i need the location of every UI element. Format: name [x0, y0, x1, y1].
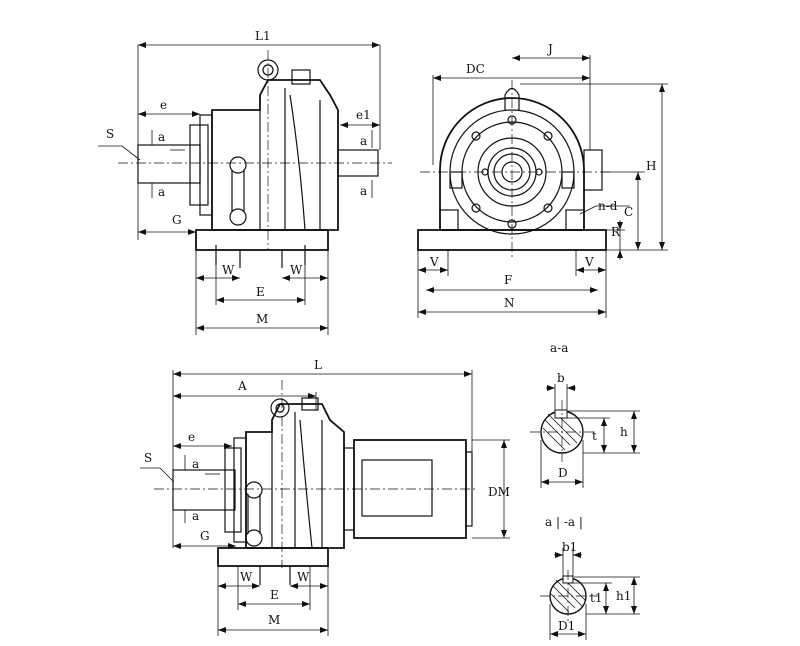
dim-D: D — [558, 466, 568, 480]
dim-A: A — [237, 379, 247, 393]
dim-G-bot: G — [200, 529, 210, 543]
dim-V-right: V — [584, 255, 594, 269]
dim-DM: DM — [488, 485, 510, 499]
dim-h1: h1 — [616, 589, 631, 603]
dim-G-top: G — [172, 213, 182, 227]
dim-D1: D1 — [558, 619, 575, 633]
dim-b: b — [557, 371, 565, 385]
dim-t1: t1 — [590, 591, 602, 605]
dim-W-top-left: W — [222, 263, 235, 277]
dim-e-top: e — [160, 98, 167, 112]
front-view-dimensions: DC J H C n-d R V V — [417, 42, 668, 318]
section-a-a: a-a b t h D — [530, 341, 640, 488]
dim-R: R — [611, 225, 621, 239]
dim-V-left: V — [429, 255, 439, 269]
dim-b1: b1 — [562, 540, 577, 554]
dim-W-top-right: W — [290, 263, 303, 277]
dim-E-bot: E — [270, 588, 279, 602]
dim-e-bot: e — [188, 430, 195, 444]
label-a-top-1: a — [158, 130, 165, 144]
dim-M-top: M — [256, 312, 268, 326]
motor-view-dimensions: L A e S a a G DM W W — [140, 358, 510, 636]
section-a-a-title: a-a — [550, 341, 568, 355]
section-a1-a1: a | -a | b1 t1 h1 D1 — [540, 515, 640, 640]
label-n-d: n-d — [598, 199, 618, 213]
dim-DC: DC — [466, 62, 485, 76]
front-view-reducer — [417, 80, 610, 260]
label-S-top: S — [106, 127, 114, 141]
dim-C: C — [624, 205, 633, 219]
dim-N: N — [504, 296, 515, 310]
dim-E-top: E — [256, 285, 265, 299]
side-view-dimensions: L1 e e1 S a a a a G W W — [98, 29, 381, 335]
section-a1-a1-title: a | -a | — [545, 515, 583, 529]
label-S-bot: S — [144, 451, 152, 465]
dim-L1: L1 — [255, 29, 271, 43]
dim-L: L — [314, 358, 322, 372]
side-view-with-motor — [154, 380, 478, 585]
label-a-right-2: a — [360, 184, 367, 198]
dim-h: h — [620, 425, 628, 439]
label-a-right-1: a — [360, 134, 367, 148]
label-a-bot-1: a — [192, 457, 199, 471]
dim-e1: e1 — [356, 108, 371, 122]
label-a-top-2: a — [158, 185, 165, 199]
side-view-reducer — [118, 50, 392, 268]
dim-J: J — [546, 42, 553, 56]
dim-W-bot-left: W — [240, 570, 253, 584]
dim-M-bot: M — [268, 613, 280, 627]
dim-H: H — [646, 159, 656, 173]
dim-F: F — [504, 273, 512, 287]
label-a-bot-2: a — [192, 509, 199, 523]
dim-W-bot-right: W — [297, 570, 310, 584]
dim-t: t — [592, 429, 597, 443]
